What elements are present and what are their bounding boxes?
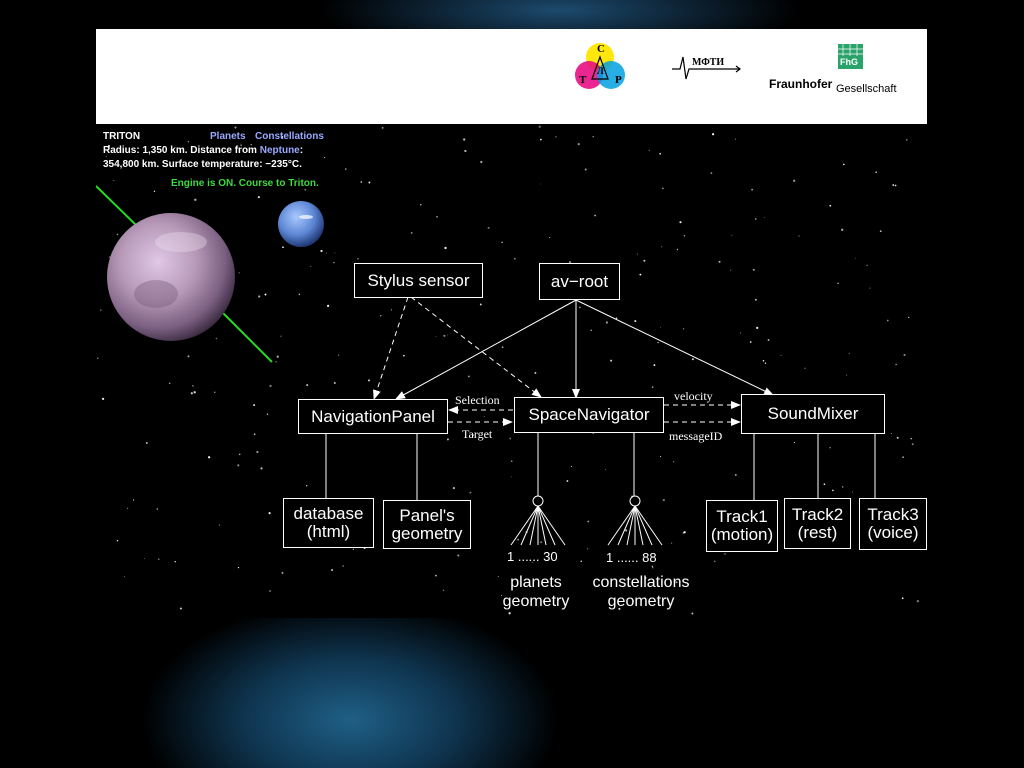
fhg-badge-text: FhG	[840, 57, 858, 67]
node-track1-line1: Track1	[716, 508, 767, 526]
node-track2: Track2 (rest)	[784, 498, 851, 549]
node-database-line2: (html)	[307, 523, 350, 541]
logo-bar: С Т Р Л МФТИ FhG Fraunhofer Gesellschaft	[96, 29, 927, 124]
mfti-text: МФТИ	[692, 57, 724, 68]
constellations-geometry-label: constellations geometry	[583, 573, 699, 611]
node-track2-line1: Track2	[792, 506, 843, 524]
fhg-badge: FhG	[838, 44, 863, 69]
space-scene: TRITON Planets Constellations Radius: 1,…	[96, 124, 927, 618]
planets-geometry-label: planets geometry	[495, 573, 577, 611]
mfti-logo: МФТИ	[670, 51, 750, 81]
node-space-navigator: SpaceNavigator	[514, 397, 664, 433]
node-track3-line2: (voice)	[867, 524, 918, 542]
node-database-line1: database	[294, 505, 364, 523]
gesellschaft-text: Gesellschaft	[836, 83, 897, 95]
node-database: database (html)	[283, 498, 374, 548]
edge-label-selection: Selection	[455, 393, 500, 408]
node-track3-line1: Track3	[867, 506, 918, 524]
node-panels-geometry: Panel's geometry	[383, 500, 471, 549]
edge-label-target: Target	[462, 427, 492, 442]
constellations-range: 1 ...... 88	[606, 550, 657, 565]
node-navigation-panel: NavigationPanel	[298, 399, 448, 434]
planets-range: 1 ...... 30	[507, 549, 558, 564]
constellations-geometry-line1: constellations	[583, 573, 699, 592]
edge-stylus-navpanel	[374, 297, 408, 399]
constellations-geometry-line2: geometry	[583, 592, 699, 611]
edge-avroot-navpanel	[396, 300, 576, 399]
node-stylus-sensor: Stylus sensor	[354, 263, 483, 298]
ctp-letter-l: Л	[597, 66, 604, 76]
edge-label-messageid: messageID	[669, 429, 722, 444]
edge-label-velocity: velocity	[674, 389, 713, 404]
node-panels-geometry-line1: Panel's	[399, 507, 454, 525]
node-track3: Track3 (voice)	[859, 498, 927, 550]
node-track2-line2: (rest)	[798, 524, 838, 542]
slide: С Т Р Л МФТИ FhG Fraunhofer Gesellschaft	[96, 29, 927, 618]
fraunhofer-text: Fraunhofer	[769, 77, 832, 91]
ctp-letter-p: Р	[615, 74, 622, 86]
node-sound-mixer: SoundMixer	[741, 394, 885, 434]
node-av-root: av−root	[539, 263, 620, 300]
ctp-letter-t: Т	[579, 74, 587, 86]
planets-geometry-line2: geometry	[495, 592, 577, 611]
node-panels-geometry-line2: geometry	[392, 525, 463, 543]
planets-geometry-line1: planets	[495, 573, 577, 592]
node-track1-line2: (motion)	[711, 526, 773, 544]
node-track1: Track1 (motion)	[706, 500, 778, 552]
edge-stylus-spacenav	[411, 297, 541, 397]
edge-avroot-soundmixer	[576, 300, 773, 395]
ctp-logo: С Т Р Л	[570, 37, 630, 97]
ctp-letter-c: С	[597, 43, 605, 55]
